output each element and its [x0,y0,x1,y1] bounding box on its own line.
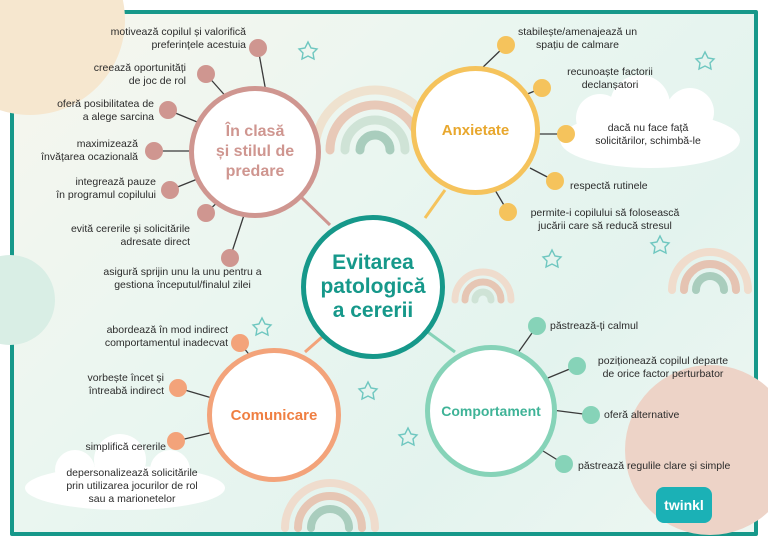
clasa-dots [145,39,267,267]
comportament-item-1: păstrează-ți calmul [550,320,639,332]
center-title-line1: Evitarea [332,251,414,274]
star-decorations [251,40,716,447]
center-hub: Evitarea patologică a cererii [301,215,445,359]
comunicare-item-3: simplifică cererile [85,441,166,453]
hub-clasa: În clasă și stilul de predare [189,86,321,218]
hub-clasa-line2: și stilul de [215,143,295,160]
comportament-item-3: oferă alternative [604,409,680,421]
center-title-line2: patologică [320,275,426,298]
comportament-item-4: păstrează regulile clare și simple [578,460,731,472]
hub-comunicare-label: Comunicare [230,406,318,424]
side-blob-left [0,255,55,345]
cloud-bottom-left [25,434,225,510]
hub-comportament-label: Comportament [441,403,541,419]
comunicare-dots [167,334,249,450]
anxietate-dots [497,36,575,221]
rainbow-right [668,248,752,294]
corner-blob-top-left [0,0,125,115]
hub-comunicare: Comunicare [207,348,341,482]
anxietate-item-4: respectă rutinele [570,180,648,192]
center-title-line3: a cererii [332,299,414,322]
cloud-right [560,75,740,168]
rainbow-bottom [281,479,379,532]
hub-anxietate: Anxietate [411,66,540,195]
hub-clasa-line3: predare [225,163,285,180]
hub-comportament: Comportament [425,345,557,477]
comportament-dots [528,317,600,473]
hub-clasa-line1: În clasă [225,123,285,140]
hub-anxietate-label: Anxietate [441,122,510,139]
rainbow-middle [451,268,515,304]
twinkl-logo[interactable]: twinkl [656,487,712,523]
